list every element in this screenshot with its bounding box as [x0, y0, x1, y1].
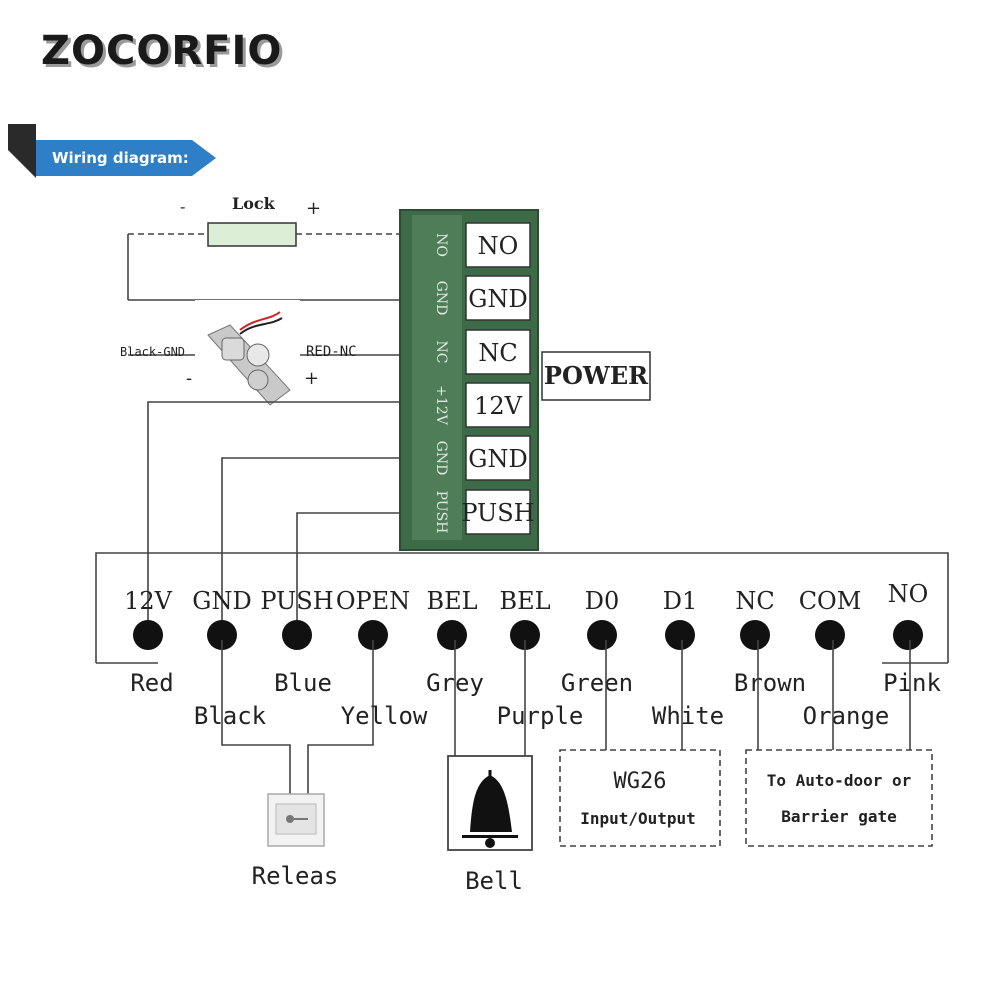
wg26-title: WG26 — [614, 769, 667, 794]
pin-terminal — [207, 620, 237, 650]
terminal-box — [465, 489, 531, 535]
pin-label: GND — [192, 587, 251, 615]
power-label-box — [541, 351, 651, 401]
terminal-box — [465, 329, 531, 375]
banner-fold — [8, 124, 36, 178]
lock-plus-2: + — [304, 368, 319, 389]
wg26-box — [559, 749, 721, 847]
wire-color-label: Green — [561, 669, 633, 697]
board-side-label: NO — [433, 233, 449, 257]
pin-terminal — [510, 620, 540, 650]
pin-terminal — [665, 620, 695, 650]
lock-label: Lock — [232, 194, 276, 213]
auto-door-line2: Barrier gate — [781, 807, 897, 826]
lock-section: - Lock + Black-GND RED-NC - + — [120, 194, 405, 406]
board-side-label: NC — [433, 341, 449, 364]
terminal-label: 12V — [474, 392, 523, 420]
board-side-label: PUSH — [433, 491, 449, 534]
terminal-box — [465, 275, 531, 321]
pin-terminal — [282, 620, 312, 650]
wire-color-label: Purple — [497, 702, 584, 730]
wire-color-label: Pink — [883, 669, 941, 697]
wire-color-labels: RedBlackBlueYellowGreyPurpleGreenWhiteBr… — [130, 669, 941, 730]
pin-terminal — [437, 620, 467, 650]
pin-label: 12V — [124, 587, 173, 615]
wire-color-label: Black — [194, 702, 267, 730]
lock-plus: + — [306, 198, 321, 219]
terminal-box — [465, 222, 531, 268]
pin-terminal — [815, 620, 845, 650]
wire-color-label: White — [652, 702, 724, 730]
terminal-label: PUSH — [461, 499, 534, 527]
pin-label: BEL — [499, 587, 550, 615]
wire-release-open — [307, 640, 374, 795]
banner-label: Wiring diagram: — [52, 149, 189, 167]
pin-label: D1 — [663, 587, 698, 615]
release-label: Releas — [252, 862, 339, 890]
pin-label: COM — [799, 587, 862, 615]
power-label: POWER — [544, 361, 649, 390]
black-gnd-label: Black-GND — [120, 345, 185, 359]
wire-color-label: Yellow — [341, 702, 428, 730]
pin-terminal — [133, 620, 163, 650]
terminal-label: NC — [478, 339, 517, 367]
bell-device — [447, 755, 533, 851]
pin-label: NC — [735, 587, 774, 615]
lock-minus: - — [180, 197, 185, 216]
controller-outline — [95, 552, 949, 663]
wire-color-label: Red — [130, 669, 173, 697]
pin-label: OPEN — [336, 587, 410, 615]
wire-gnd — [221, 457, 405, 630]
terminal-label: GND — [468, 445, 527, 473]
terminal-box — [465, 382, 531, 428]
brand-shadow: ZOCORFIO — [44, 31, 285, 77]
board-side-labels: NO GND NC +12V GND PUSH — [433, 233, 449, 533]
wire-color-label: Brown — [734, 669, 806, 697]
pin-label: D0 — [585, 587, 620, 615]
board-terminals: NO GND NC 12V GND PUSH — [461, 222, 535, 535]
wire-release-gnd — [221, 640, 291, 795]
wire-color-label: Orange — [803, 702, 890, 730]
terminal-label: GND — [468, 285, 527, 313]
pin-terminal — [587, 620, 617, 650]
terminal-box — [465, 435, 531, 481]
lock-component — [207, 222, 297, 247]
pin-terminal — [740, 620, 770, 650]
pin-terminal — [358, 620, 388, 650]
pin-label: BEL — [426, 587, 477, 615]
board-side-label: GND — [433, 441, 449, 476]
red-nc-label: RED-NC — [306, 344, 357, 360]
terminal-label: NO — [478, 232, 519, 260]
board-side-label: +12V — [433, 385, 449, 426]
section-banner: Wiring diagram: — [8, 124, 216, 178]
wg26-subtitle: Input/Output — [580, 809, 696, 828]
pin-terminal — [893, 620, 923, 650]
auto-door-box — [745, 749, 933, 847]
release-button-device — [267, 793, 325, 847]
pin-label: PUSH — [260, 587, 333, 615]
bell-label: Bell — [465, 867, 523, 895]
board-strip — [412, 215, 462, 540]
lock-minus-2: - — [186, 368, 192, 389]
auto-door-line1: To Auto-door or — [767, 771, 912, 790]
pin-label: NO — [888, 580, 929, 608]
electric-lock-icon — [195, 300, 300, 406]
board-side-label: GND — [433, 281, 449, 316]
bell-icon — [470, 775, 512, 832]
brand-logo: ZOCORFIO — [41, 28, 282, 74]
wire-color-label: Blue — [274, 669, 332, 697]
wire-12v — [147, 401, 405, 630]
banner-arrow — [36, 140, 216, 176]
wire-push — [296, 512, 405, 630]
